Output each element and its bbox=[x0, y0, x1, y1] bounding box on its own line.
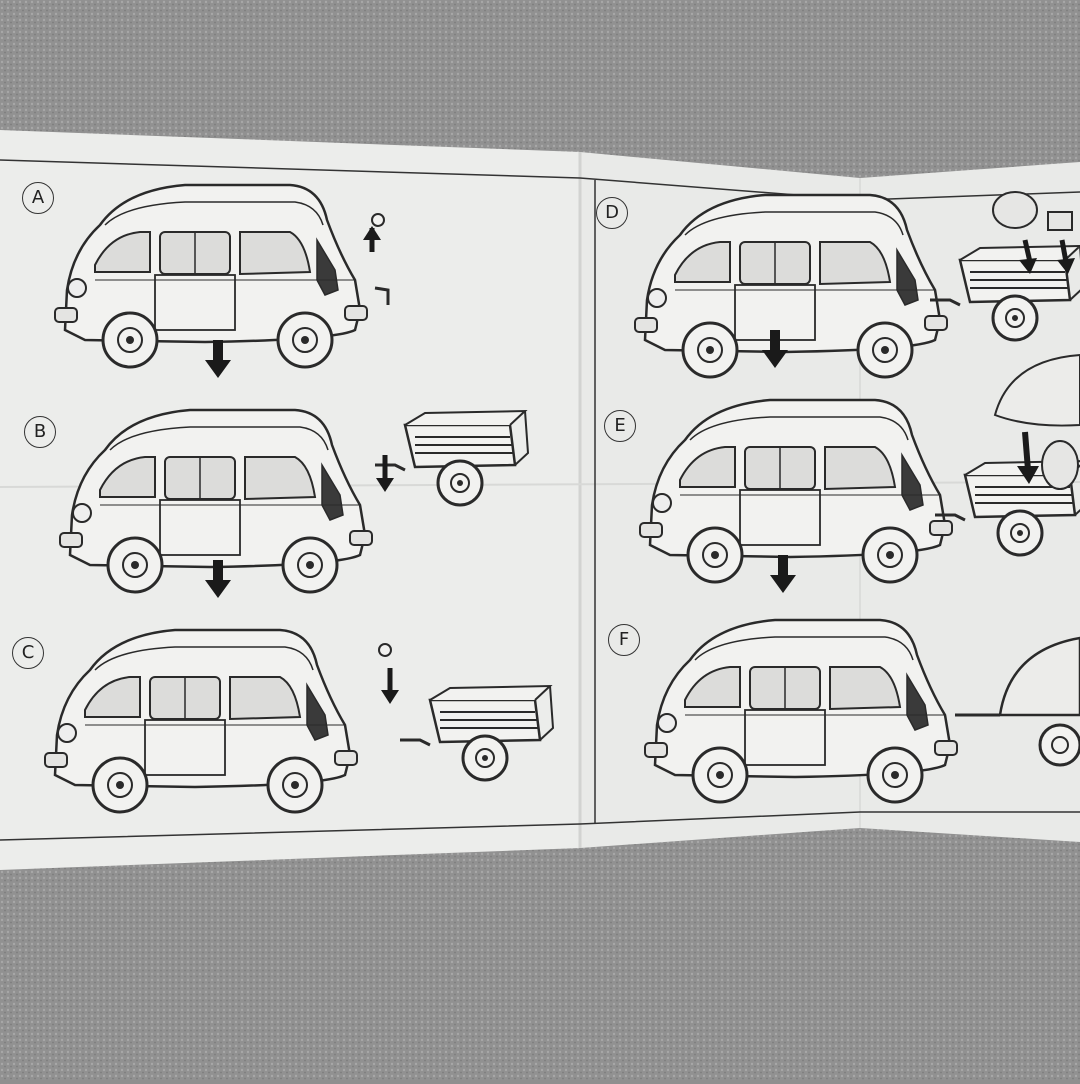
step-label-a: A bbox=[22, 182, 54, 214]
hitch-arrow-b bbox=[376, 455, 394, 492]
step-label-b: B bbox=[24, 416, 56, 448]
trailer-covered-f bbox=[955, 636, 1080, 767]
step-label-e: E bbox=[604, 410, 636, 442]
frame-top bbox=[0, 159, 1080, 201]
cargo-d bbox=[992, 191, 1075, 274]
tow-hook-a bbox=[363, 213, 390, 305]
step-label-c: C bbox=[12, 637, 44, 669]
step-label-d: D bbox=[596, 197, 628, 229]
cargo-e bbox=[993, 353, 1080, 490]
frame-bottom bbox=[0, 811, 1080, 841]
hitch-arrow-c bbox=[378, 643, 399, 704]
step-label-f: F bbox=[608, 624, 640, 656]
